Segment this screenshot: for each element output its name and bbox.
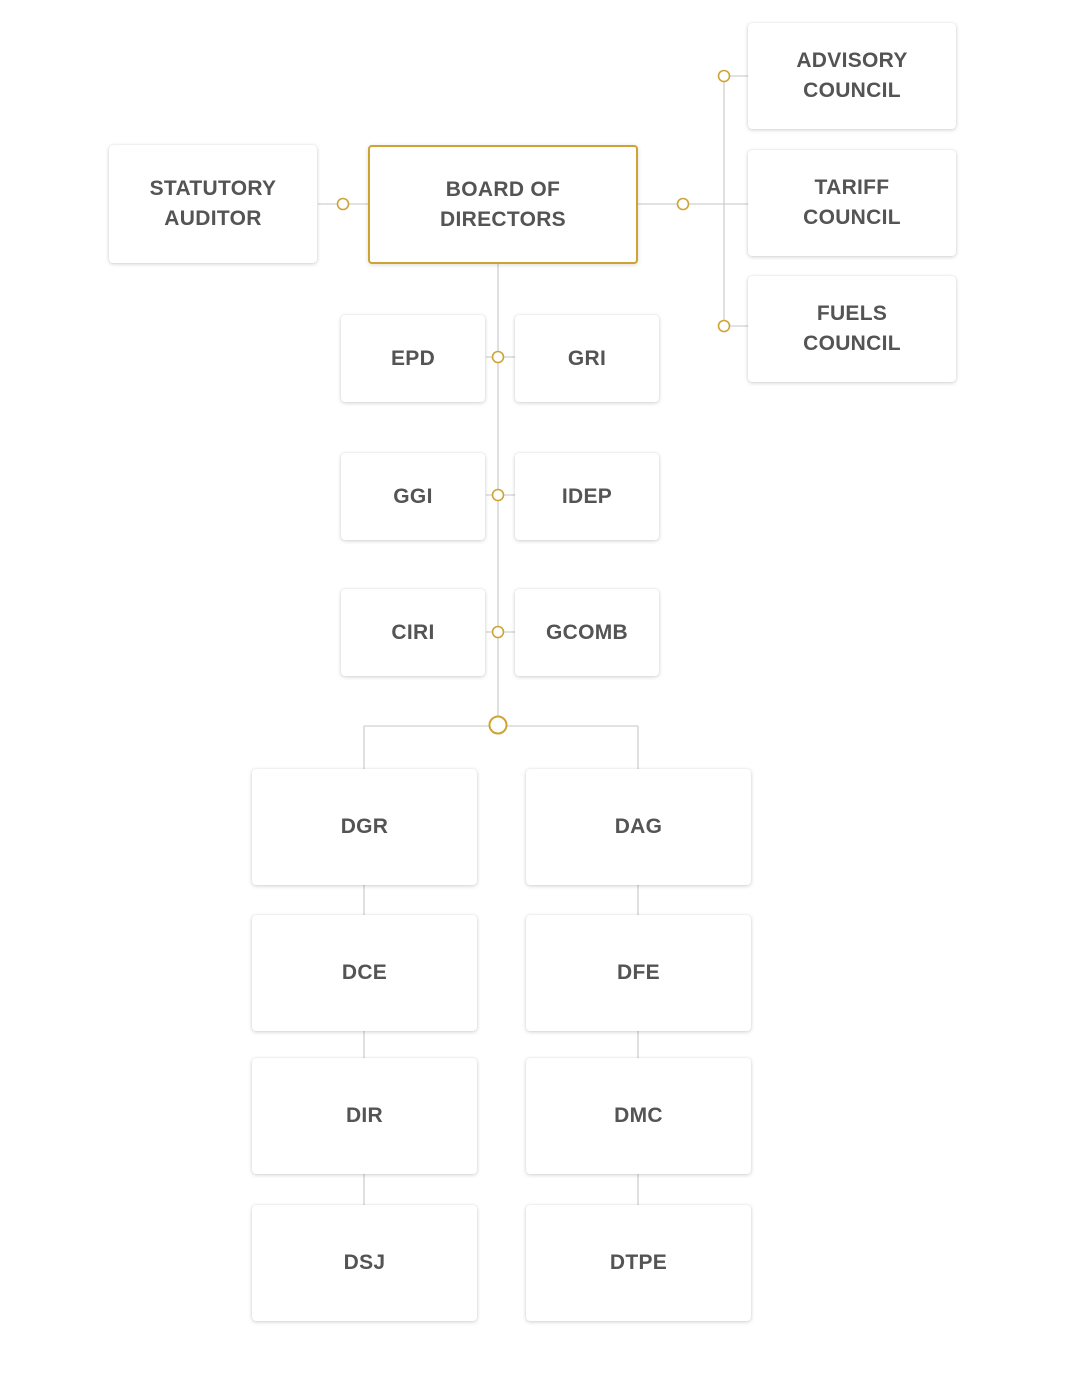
tariff-council-label: TARIFF COUNCIL bbox=[803, 176, 901, 229]
staff-unit-ciri-label: CIRI bbox=[391, 620, 435, 644]
staff-unit-gcomb-box: GCOMB bbox=[515, 589, 659, 676]
statutory-auditor-label: STATUTORY AUDITOR bbox=[149, 177, 277, 230]
staff-unit-gri-label: GRI bbox=[567, 346, 607, 370]
directorate-dsj-label: DSJ bbox=[343, 1251, 386, 1274]
directorate-dir-label: DIR bbox=[345, 1104, 384, 1127]
directorate-dtpe-label: DTPE bbox=[609, 1251, 668, 1274]
staff-unit-idep-box: IDEP bbox=[515, 453, 659, 540]
advisory-junction-dot bbox=[717, 69, 731, 83]
directorates-junction-dot bbox=[488, 715, 508, 735]
councils-junction-dot bbox=[676, 197, 690, 211]
staff-unit-gri-box: GRI bbox=[515, 315, 659, 402]
directorate-dmc-box: DMC bbox=[526, 1058, 751, 1174]
directorate-dce-label: DCE bbox=[341, 961, 388, 984]
staff-unit-epd-box: EPD bbox=[341, 315, 485, 402]
board-of-directors-box: BOARD OF DIRECTORS bbox=[368, 145, 638, 264]
advisory-council-box: ADVISORY COUNCIL bbox=[748, 23, 956, 129]
staff-junction-dot-1 bbox=[491, 350, 505, 364]
advisory-council-label: ADVISORY COUNCIL bbox=[796, 49, 908, 102]
directorate-dsj-box: DSJ bbox=[252, 1205, 477, 1321]
auditor-junction-dot bbox=[336, 197, 350, 211]
directorate-dfe-label: DFE bbox=[617, 961, 660, 984]
directorate-dfe-box: DFE bbox=[526, 915, 751, 1031]
fuels-junction-dot bbox=[717, 319, 731, 333]
statutory-auditor-box: STATUTORY AUDITOR bbox=[109, 145, 317, 263]
staff-unit-epd-label: EPD bbox=[390, 346, 436, 370]
staff-junction-dot-2 bbox=[491, 488, 505, 502]
fuels-council-label: FUELS COUNCIL bbox=[803, 302, 901, 355]
tariff-council-box: TARIFF COUNCIL bbox=[748, 150, 956, 256]
staff-unit-idep-label: IDEP bbox=[561, 484, 613, 508]
fuels-council-box: FUELS COUNCIL bbox=[748, 276, 956, 382]
directorate-dce-box: DCE bbox=[252, 915, 477, 1031]
board-of-directors-label: BOARD OF DIRECTORS bbox=[440, 177, 566, 231]
directorate-dir-box: DIR bbox=[252, 1058, 477, 1174]
staff-junction-dot-3 bbox=[491, 625, 505, 639]
directorate-dgr-box: DGR bbox=[252, 769, 477, 885]
directorate-dgr-label: DGR bbox=[340, 815, 389, 838]
staff-unit-ggi-box: GGI bbox=[341, 453, 485, 540]
directorate-dtpe-box: DTPE bbox=[526, 1205, 751, 1321]
staff-unit-ggi-label: GGI bbox=[393, 484, 433, 508]
directorate-dag-box: DAG bbox=[526, 769, 751, 885]
staff-unit-ciri-box: CIRI bbox=[341, 589, 485, 676]
directorate-dmc-label: DMC bbox=[614, 1104, 663, 1127]
staff-unit-gcomb-label: GCOMB bbox=[546, 620, 628, 644]
directorate-dag-label: DAG bbox=[614, 815, 663, 838]
